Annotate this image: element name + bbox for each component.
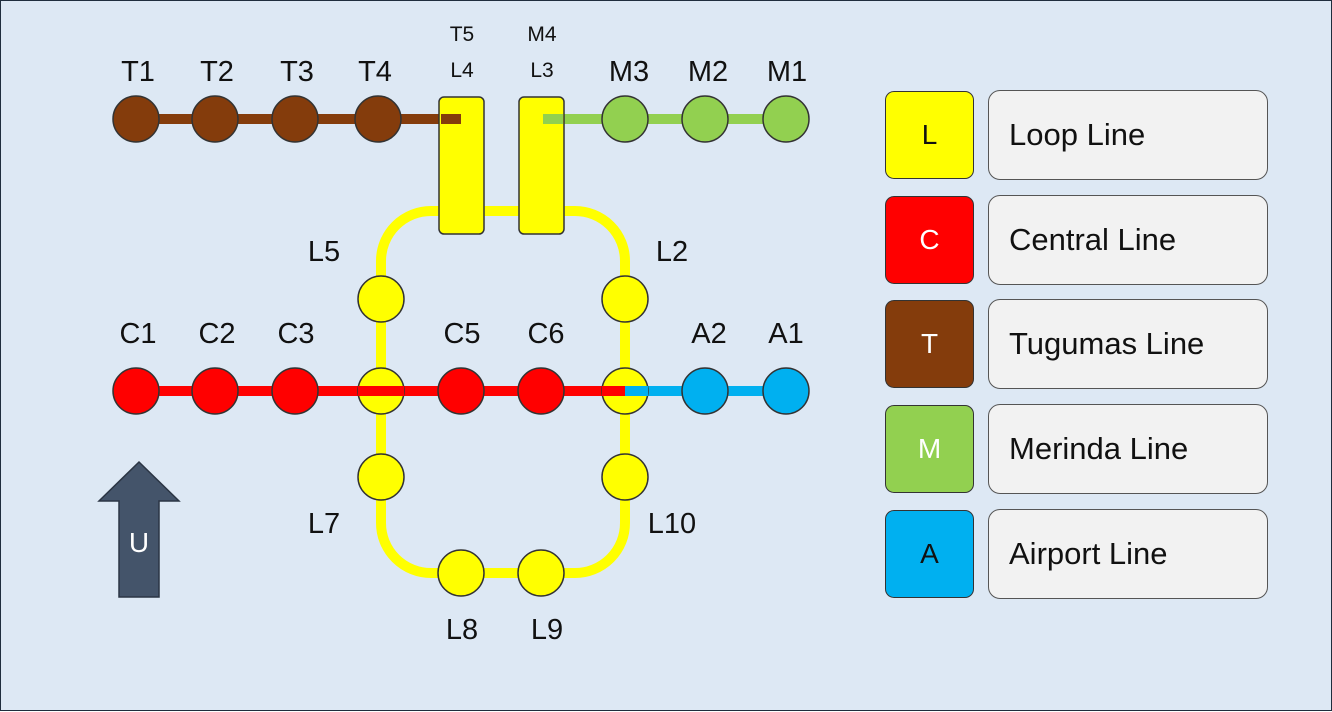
label-m4: M4 <box>527 23 556 46</box>
legend-key-merinda: M <box>885 405 974 493</box>
legend-label-tugumas: Tugumas Line <box>1009 326 1205 361</box>
station-l2[interactable] <box>601 275 649 323</box>
station-c1[interactable] <box>112 367 160 415</box>
station-l8[interactable] <box>437 549 485 597</box>
label-t3: T3 <box>280 56 314 88</box>
direction-label: U <box>129 527 149 558</box>
label-c6: C6 <box>527 318 564 350</box>
station-t4[interactable] <box>354 95 402 143</box>
label-c1: C1 <box>119 318 156 350</box>
station-t2[interactable] <box>191 95 239 143</box>
station-m3[interactable] <box>601 95 649 143</box>
station-c2[interactable] <box>191 367 239 415</box>
label-m3: M3 <box>609 56 649 88</box>
legend-name-loop: Loop Line <box>988 90 1268 180</box>
legend-code-m: M <box>917 433 942 464</box>
station-m2[interactable] <box>681 95 729 143</box>
legend-label-central: Central Line <box>1009 222 1177 257</box>
station-c6[interactable] <box>517 367 565 415</box>
legend-name-airport: Airport Line <box>988 509 1268 599</box>
label-l2: L2 <box>656 236 688 268</box>
legend-key-tugumas: T <box>885 300 974 388</box>
station-m4-l3[interactable] <box>518 96 565 235</box>
station-m1[interactable] <box>762 95 810 143</box>
station-a2[interactable] <box>681 367 729 415</box>
station-c5[interactable] <box>437 367 485 415</box>
station-c3[interactable] <box>271 367 319 415</box>
station-l10[interactable] <box>601 453 649 501</box>
legend-key-loop: L <box>885 91 974 179</box>
legend-name-merinda: Merinda Line <box>988 404 1268 494</box>
label-c3: C3 <box>277 318 314 350</box>
legend-label-loop: Loop Line <box>1009 117 1146 152</box>
label-a2: A2 <box>691 318 726 350</box>
legend-label-merinda: Merinda Line <box>1009 431 1189 466</box>
legend-name-tugumas: Tugumas Line <box>988 299 1268 389</box>
up-arrow-icon: U <box>97 460 181 598</box>
label-m1: M1 <box>767 56 807 88</box>
label-l7: L7 <box>308 508 340 540</box>
legend-label-airport: Airport Line <box>1009 536 1168 571</box>
station-l5[interactable] <box>357 275 405 323</box>
label-l5: L5 <box>308 236 340 268</box>
legend-code-t: T <box>920 328 939 359</box>
label-l10: L10 <box>648 508 696 540</box>
label-t5: T5 <box>450 23 475 46</box>
label-l9: L9 <box>531 614 563 646</box>
label-m2: M2 <box>688 56 728 88</box>
label-l4: L4 <box>450 59 474 82</box>
station-l7[interactable] <box>357 453 405 501</box>
station-t5-l4[interactable] <box>438 96 485 235</box>
label-a1: A1 <box>768 318 803 350</box>
label-c2: C2 <box>198 318 235 350</box>
label-l3: L3 <box>530 59 553 82</box>
legend-code-c: C <box>919 224 940 255</box>
station-a1[interactable] <box>762 367 810 415</box>
label-t4: T4 <box>358 56 392 88</box>
legend-key-airport: A <box>885 510 974 598</box>
legend-code-l: L <box>921 119 938 150</box>
label-l8: L8 <box>446 614 478 646</box>
legend-name-central: Central Line <box>988 195 1268 285</box>
station-t3[interactable] <box>271 95 319 143</box>
station-t1[interactable] <box>112 95 160 143</box>
label-c5: C5 <box>443 318 480 350</box>
station-l9[interactable] <box>517 549 565 597</box>
legend-key-central: C <box>885 196 974 284</box>
legend-code-a: A <box>920 538 939 569</box>
label-t1: T1 <box>121 56 155 88</box>
label-t2: T2 <box>200 56 234 88</box>
